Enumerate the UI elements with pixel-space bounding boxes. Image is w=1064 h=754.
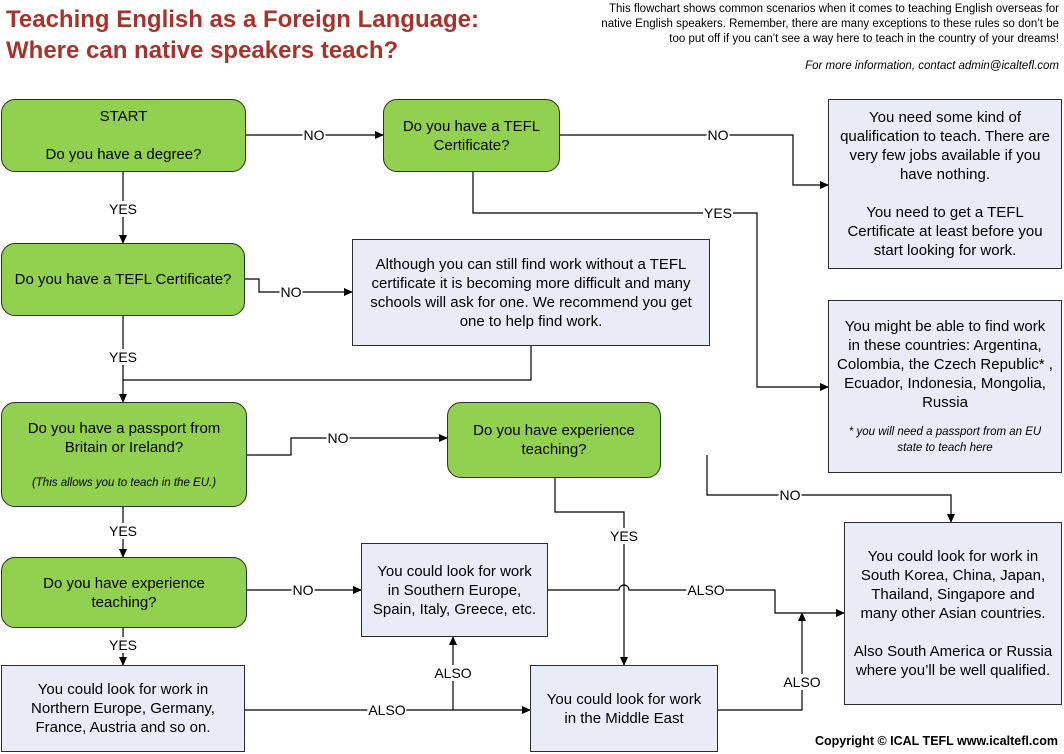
edge-label-start-yes: YES <box>107 201 139 217</box>
edge-label-tefl1-no: NO <box>706 127 730 143</box>
northern-europe-text: You could look for work in Northern Euro… <box>31 681 215 736</box>
without-tefl-text: Although you can still find work without… <box>370 255 692 330</box>
edge-without-tefl-merge <box>123 346 532 381</box>
edge-label-northern-also-right: ALSO <box>367 702 407 718</box>
passport-note: (This allows you to teach in the EU.) <box>31 476 217 489</box>
node-need-qualification: You need some kind of qualification to t… <box>828 99 1062 269</box>
node-without-tefl: Although you can still find work without… <box>352 239 710 346</box>
passport-text: Do you have a passport from Britain or I… <box>27 419 221 456</box>
edge-label-middle-also: ALSO <box>782 674 822 690</box>
node-passport: Do you have a passport from Britain or I… <box>1 402 247 507</box>
asia-para1: You could look for work in South Korea, … <box>860 548 1046 622</box>
edge-middle-also <box>718 612 806 711</box>
need-qualification-para2: You need to get a TEFL Certificate at le… <box>847 204 1043 259</box>
node-southern-europe: You could look for work in Southern Euro… <box>361 543 548 637</box>
node-exp-no-passport: Do you have experience teaching? <box>447 402 661 478</box>
might-find-work-note: * you will need a passport from an EU st… <box>848 426 1042 454</box>
edge-exp1-yes <box>554 478 628 666</box>
edge-label-exp1-no: NO <box>778 487 802 503</box>
node-might-find-work: You might be able to find work in these … <box>828 300 1062 473</box>
node-middle-east: You could look for work in the Middle Ea… <box>530 665 718 752</box>
intro-text: This flowchart shows common scenarios wh… <box>601 3 1059 45</box>
edge-label-passport-no: NO <box>326 430 350 446</box>
edge-tefl1-no <box>560 134 829 189</box>
tefl-no-degree-text: Do you have a TEFL Certificate? <box>402 117 541 154</box>
page-title: Teaching English as a Foreign Language: … <box>6 4 479 66</box>
exp-no-passport-text: Do you have experience teaching? <box>473 422 635 458</box>
edge-label-tefl1-yes: YES <box>702 205 734 221</box>
node-exp-with-passport: Do you have experience teaching? <box>1 557 247 628</box>
node-northern-europe: You could look for work in Northern Euro… <box>1 665 245 752</box>
node-asia: You could look for work in South Korea, … <box>844 522 1062 705</box>
edge-label-exp2-yes: YES <box>107 637 139 653</box>
edge-label-tefl2-no: NO <box>279 284 303 300</box>
edge-label-tefl2-yes: YES <box>107 349 139 365</box>
title-line-2: Where can native speakers teach? <box>6 37 399 64</box>
edge-label-passport-yes: YES <box>107 523 139 539</box>
exp-with-passport-text: Do you have experience teaching? <box>43 574 205 611</box>
start-label: START <box>99 108 148 125</box>
edge-label-northern-also-up: ALSO <box>433 665 473 681</box>
start-question: Do you have a degree? <box>45 146 202 163</box>
tefl-with-degree-text: Do you have a TEFL Certificate? <box>14 271 232 288</box>
copyright-text: Copyright © ICAL TEFL www.icaltefl.com <box>814 734 1058 748</box>
edge-label-exp2-no: NO <box>291 582 315 598</box>
middle-east-text: You could look for work in the Middle Ea… <box>546 690 702 727</box>
asia-para2: Also South America or Russia where you’l… <box>853 643 1053 679</box>
contact-text: For more information, contact admin@ical… <box>805 60 1059 72</box>
might-find-work-text: You might be able to find work in these … <box>837 318 1053 411</box>
edge-exp1-no <box>706 455 955 523</box>
edge-tefl1-yes <box>472 172 829 391</box>
need-qualification-para1: You need some kind of qualification to t… <box>840 109 1050 183</box>
edge-label-exp1-yes: YES <box>608 528 640 544</box>
edge-label-southern-also: ALSO <box>686 582 726 598</box>
title-line-1: Teaching English as a Foreign Language: <box>6 6 479 33</box>
edge-tefl2-no <box>245 278 353 296</box>
edge-label-start-no: NO <box>302 127 326 143</box>
edge-passport-no <box>247 434 448 456</box>
southern-europe-text: You could look for work in Southern Euro… <box>372 562 537 618</box>
node-tefl-with-degree: Do you have a TEFL Certificate? <box>1 243 245 316</box>
node-tefl-no-degree: Do you have a TEFL Certificate? <box>383 99 560 172</box>
node-start: START Do you have a degree? <box>1 99 246 172</box>
